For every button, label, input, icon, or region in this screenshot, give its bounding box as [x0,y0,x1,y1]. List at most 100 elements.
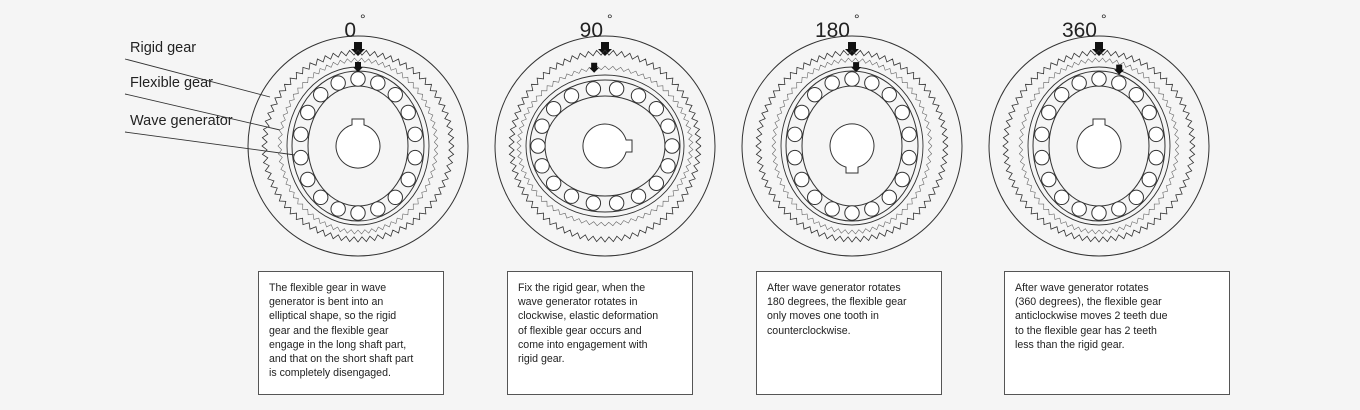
bearing-ball [648,175,665,191]
bearing-ball [1041,104,1057,121]
bearing-ball [660,118,676,134]
bearing-ball [824,201,840,217]
bearing-ball [313,86,329,103]
top-arrow-icon [1092,42,1106,56]
caption-box-0: The flexible gear in wave generator is b… [258,271,444,395]
bearing-ball [1054,86,1070,103]
bearing-ball [1111,201,1127,217]
shaft-hole-with-keyway [582,123,633,169]
top-arrow-icon [351,42,365,56]
bearing-ball [844,71,860,87]
bearing-ball [1128,189,1144,206]
bearing-ball [407,126,423,143]
flexible-gear-band [780,66,924,226]
bearing-ball [563,188,580,204]
bearing-ball [881,189,897,206]
gear-assembly-90: 90° [494,11,716,257]
rigid-gear-outer-circle [741,35,963,257]
gear-assembly-180: 180° [741,11,963,257]
bearing-ball [787,149,803,166]
bearing-ball [608,195,625,211]
caption-text-0: The flexible gear in wave generator is b… [269,282,414,380]
bearing-ball [350,205,366,221]
shaft-hole-with-keyway [1076,118,1122,169]
bearing-ball [608,81,625,97]
leader-line-rigid-gear [124,58,271,98]
engagement-marker-icon [1114,64,1125,75]
bearing-ball [387,86,403,103]
flexible-gear-teeth [277,57,439,235]
bearing-ball [585,195,602,211]
bearing-ball [370,75,386,91]
bearing-ball [787,126,803,143]
flexible-gear-band [1032,70,1166,222]
bearing-ball [1091,205,1107,221]
flexible-gear-band [529,79,681,213]
bearing-ball [1128,86,1144,103]
caption-box-180: After wave generator rotates 180 degrees… [756,271,942,395]
bearing-ball [300,171,316,188]
flexible-gear-teeth [516,65,694,227]
bearing-ball [330,75,346,91]
bearing-ball [1034,126,1050,143]
rigid-gear-outer-circle [988,35,1210,257]
bearing-ball [1141,171,1157,188]
leader-line-flexible-gear [124,93,281,131]
bearing-ball [894,171,910,188]
bearing-ball [1091,71,1107,87]
bearing-ball [313,189,329,206]
degree-symbol: ° [854,11,860,27]
bearing-ball [881,86,897,103]
shaft-hole-with-keyway [335,118,381,169]
bearing-ball [330,201,346,217]
bearing-ball [400,104,416,121]
rigid-gear-teeth [261,49,455,243]
bearing-ball [630,88,647,104]
gear-assembly-360: 360° [988,11,1210,257]
bearing-ball [300,104,316,121]
caption-text-90: Fix the rigid gear, when the wave genera… [518,282,659,366]
degree-symbol: ° [360,11,366,27]
bearing-ball [901,149,917,166]
legend-wave-generator-label: Wave generator [130,113,233,129]
legend-flexible-gear-label: Flexible gear [130,75,213,91]
bearing-ball [1071,201,1087,217]
bearing-ball [1148,149,1164,166]
caption-text-180: After wave generator rotates 180 degrees… [767,282,907,337]
bearing-ball [844,205,860,221]
shaft-hole-with-keyway [829,123,875,174]
bearing-ball [794,104,810,121]
bearing-ball [807,86,823,103]
angle-label: 180 [815,19,850,42]
flexible-gear-band [525,74,685,218]
bearing-ball [894,104,910,121]
bearing-ball [794,171,810,188]
bearing-ball [824,75,840,91]
legend-rigid-gear-label: Rigid gear [130,40,196,56]
bearing-ball [534,118,550,134]
top-arrow-icon [845,42,859,56]
rigid-gear-teeth [508,49,702,243]
bearing-ball [807,189,823,206]
bearing-ball [545,101,562,117]
bearing-ball [350,71,366,87]
rigid-gear-teeth [1002,49,1196,243]
angle-label: 360 [1062,19,1097,42]
bearing-ball [1071,75,1087,91]
gear-assembly-0: 0° [247,11,469,257]
rigid-gear-outer-circle [494,35,716,257]
flexible-gear-teeth [771,57,933,235]
bearing-ball [648,101,665,117]
engagement-marker-icon [353,62,363,72]
degree-symbol: ° [1101,11,1107,27]
bearing-ball [664,138,680,154]
bearing-ball [585,81,602,97]
bearing-ball [1148,126,1164,143]
bearing-ball [293,126,309,143]
bearing-ball [1034,149,1050,166]
top-arrow-icon [598,42,612,56]
bearing-ball [563,88,580,104]
flexible-gear-teeth [1018,57,1180,235]
bearing-ball [387,189,403,206]
